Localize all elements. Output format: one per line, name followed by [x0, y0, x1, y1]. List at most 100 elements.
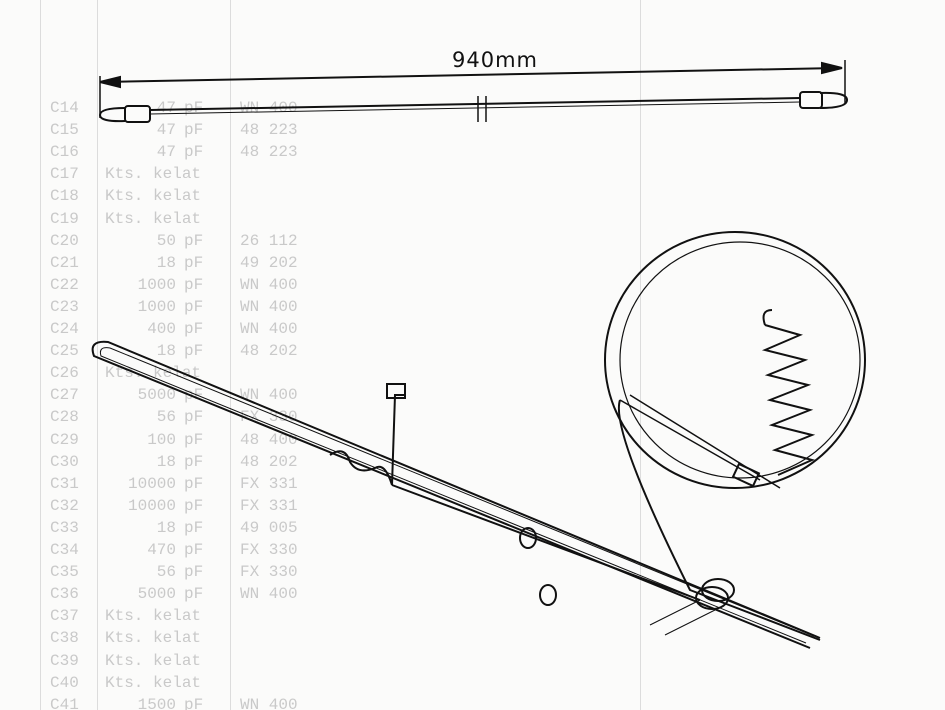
part-value: 10000 [127, 496, 176, 515]
part-value: Kts. kelat [105, 607, 202, 626]
part-unit: pF [184, 297, 204, 316]
part-value: 18 [156, 518, 176, 537]
part-value: 5000 [137, 585, 176, 604]
solder-tag [386, 383, 406, 399]
part-code: FX 330 [240, 563, 298, 582]
part-ref: C35 [50, 563, 79, 582]
part-value: Kts. kelat [105, 673, 202, 692]
part-code: 26 112 [240, 231, 298, 250]
part-value: 1500 [137, 695, 176, 710]
part-unit: pF [184, 143, 204, 162]
part-unit: pF [184, 408, 204, 427]
part-code: WN 400 [240, 275, 298, 294]
part-value: 10000 [127, 474, 176, 493]
table-divider [230, 0, 231, 710]
part-value: 1000 [137, 275, 176, 294]
part-ref: C28 [50, 408, 79, 427]
part-unit: pF [184, 518, 204, 537]
part-value: Kts. kelat [105, 209, 202, 228]
part-ref: C22 [50, 275, 79, 294]
part-ref: C21 [50, 253, 79, 272]
part-value: 100 [147, 430, 176, 449]
part-ref: C17 [50, 165, 79, 184]
part-code: WN 400 [240, 320, 298, 338]
part-ref: C18 [50, 187, 79, 206]
part-code: 49 202 [240, 253, 298, 272]
part-value: 5000 [137, 386, 176, 405]
part-value: 50 [156, 231, 176, 250]
part-value: 56 [156, 563, 176, 582]
end-loop-left [98, 107, 126, 123]
part-ref: C16 [50, 143, 79, 162]
part-unit: pF [184, 231, 204, 250]
part-value: 18 [156, 452, 176, 471]
part-value: 47 [156, 121, 176, 140]
part-code: 48 223 [240, 143, 298, 162]
part-code: WN 400 [240, 297, 298, 316]
part-ref: C36 [50, 585, 79, 604]
spring-coil [761, 309, 816, 476]
part-value: 1000 [137, 297, 176, 316]
part-ref: C14 [50, 99, 79, 117]
part-unit: pF [184, 496, 204, 515]
part-ref: C23 [50, 297, 79, 316]
part-unit: pF [184, 541, 204, 559]
part-ref: C38 [50, 629, 79, 648]
part-unit: pF [184, 474, 204, 493]
part-ref: C39 [50, 651, 79, 670]
part-value: Kts. kelat [105, 187, 202, 206]
part-ref: C19 [50, 209, 79, 228]
part-value: 56 [156, 408, 176, 427]
part-ref: C41 [50, 695, 79, 710]
part-code: FX 331 [240, 496, 298, 515]
part-value: Kts. kelat [105, 165, 202, 184]
wire-ring [695, 586, 729, 610]
insulator-bead [539, 584, 557, 606]
part-unit: pF [184, 342, 204, 361]
part-code: 48 202 [240, 342, 298, 361]
part-value: Kts. kelat [105, 364, 202, 383]
part-value: 47 [156, 143, 176, 162]
part-code: 49 005 [240, 518, 298, 537]
part-ref: C15 [50, 121, 79, 140]
part-unit: pF [184, 695, 204, 710]
part-value: 470 [147, 541, 176, 559]
coiled-wire-loop [604, 231, 866, 641]
part-unit: pF [184, 99, 204, 117]
part-value: 18 [156, 253, 176, 272]
crimp-sleeve-right [799, 91, 823, 109]
part-value: 47 [156, 99, 176, 117]
part-code: WN 400 [240, 585, 298, 604]
part-code: WN 400 [240, 695, 298, 710]
part-value: Kts. kelat [105, 629, 202, 648]
part-ref: C25 [50, 342, 79, 361]
dimension-label: 940mm [452, 48, 538, 72]
end-loop-right [819, 91, 849, 109]
part-ref: C26 [50, 364, 79, 383]
part-unit: pF [184, 563, 204, 582]
part-code: 48 202 [240, 452, 298, 471]
part-ref: C37 [50, 607, 79, 626]
part-unit: pF [184, 253, 204, 272]
part-unit: pF [184, 121, 204, 140]
part-ref: C32 [50, 496, 79, 515]
table-divider [97, 0, 98, 710]
twisted-lead [329, 394, 405, 486]
part-ref: C40 [50, 673, 79, 692]
part-ref: C24 [50, 320, 79, 338]
part-unit: pF [184, 386, 204, 405]
crimp-sleeve-left [124, 105, 151, 123]
terminal-clip [731, 462, 761, 488]
part-code: WN 400 [240, 386, 298, 405]
table-divider [40, 0, 41, 710]
part-value: Kts. kelat [105, 651, 202, 670]
part-value: 18 [156, 342, 176, 361]
insulator-bead [519, 527, 537, 549]
part-ref: C29 [50, 430, 79, 449]
part-code: 48 223 [240, 121, 298, 140]
part-ref: C20 [50, 231, 79, 250]
part-code: FX 330 [240, 541, 298, 559]
